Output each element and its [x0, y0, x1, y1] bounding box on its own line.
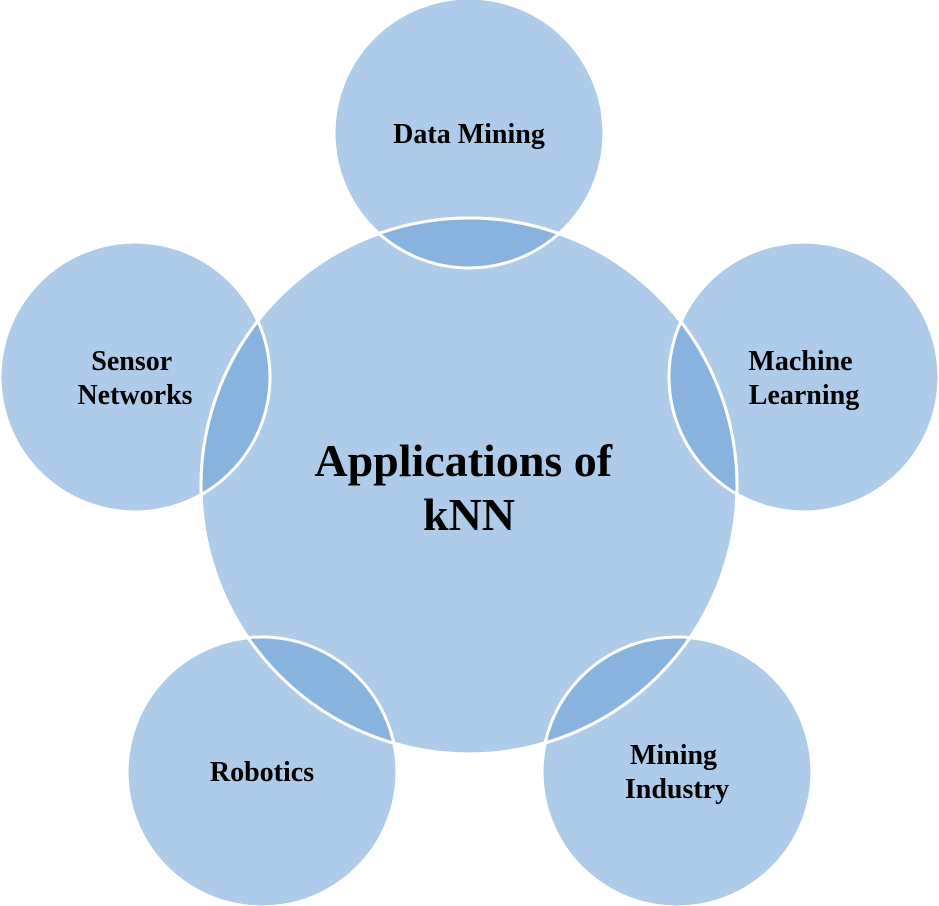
machine-learning-label: Machine Learning	[748, 346, 859, 411]
center-label-line-1: Applications of	[314, 435, 612, 486]
center-label: Applications of kNN	[314, 435, 623, 540]
robotics-overlap	[201, 637, 397, 754]
machine-learning-outline	[667, 240, 939, 514]
mining-industry-label-line-2: Industry	[625, 774, 729, 805]
machine-learning-label-line-2: Learning	[749, 380, 859, 411]
mining-industry-label-line-1: Mining	[630, 740, 717, 771]
sensor-networks-label-line-2: Networks	[77, 380, 192, 411]
mining-industry-label: Mining Industry	[625, 740, 729, 805]
center-outline	[199, 216, 739, 756]
sensor-networks-label-line-1: Sensor	[91, 346, 171, 377]
center-label-line-2: kNN	[423, 489, 515, 540]
machine-learning-label-line-1: Machine	[748, 346, 852, 377]
mining-industry-overlap	[542, 637, 737, 754]
robotics-label: Robotics	[210, 757, 314, 788]
mining-industry-outline	[540, 635, 814, 906]
sensor-networks-outline	[0, 240, 272, 514]
robotics-outline	[125, 635, 399, 906]
data-mining-label-line-1: Data Mining	[393, 119, 545, 150]
data-mining-label: Data Mining	[393, 119, 545, 150]
data-mining-outline	[332, 0, 606, 270]
sensor-networks-label: Sensor Networks	[77, 346, 192, 411]
robotics-label-line-1: Robotics	[210, 757, 314, 788]
